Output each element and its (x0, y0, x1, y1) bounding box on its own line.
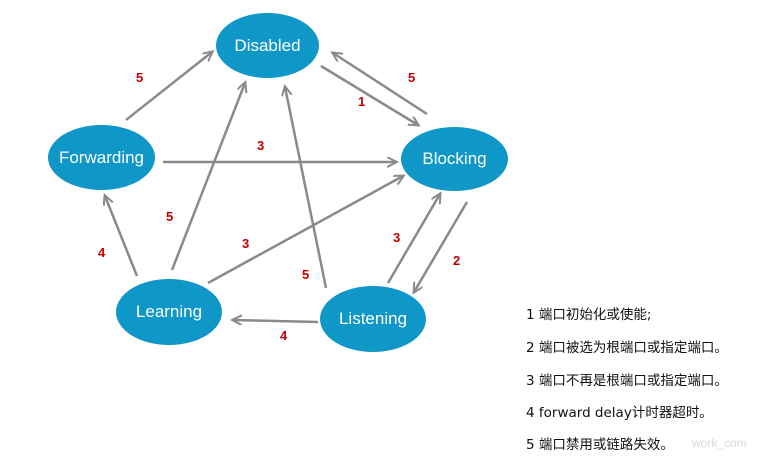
legend-item-5: 5 端口禁用或链路失效。 (526, 437, 674, 453)
edge-blocking-disabled (333, 53, 428, 116)
legend-item-3: 3 端口不再是根端口或指定端口。 (526, 373, 728, 389)
edge-listening-learning (233, 320, 319, 322)
edge-label-learning-forwarding: 4 (98, 245, 106, 260)
edge-label-forwarding-disabled: 5 (136, 70, 144, 85)
edge-learning-forwarding (105, 196, 139, 277)
edge-label-blocking-listening: 2 (453, 253, 461, 268)
edge-forwarding-disabled (125, 52, 212, 121)
legend-item-1: 1 端口初始化或使能; (526, 307, 652, 323)
edge-label-listening-blocking: 3 (393, 230, 401, 245)
edge-label-listening-disabled: 5 (302, 267, 310, 282)
edge-label-disabled-blocking: 1 (358, 94, 366, 109)
node-blocking: Blocking (401, 127, 508, 191)
edge-label-blocking-disabled: 5 (408, 70, 416, 85)
edge-label-forwarding-blocking: 3 (257, 138, 265, 153)
watermark: work_com (692, 436, 747, 450)
edge-disabled-blocking (320, 64, 418, 125)
edge-label-learning-disabled: 5 (166, 209, 174, 224)
edge-label-listening-learning: 4 (280, 328, 288, 343)
node-disabled: Disabled (216, 13, 319, 78)
node-learning: Learning (116, 279, 222, 345)
legend-item-4: 4 forward delay计时器超时。 (526, 405, 713, 421)
node-forwarding: Forwarding (48, 125, 155, 190)
edge-blocking-listening (414, 201, 469, 292)
edge-learning-disabled (170, 83, 245, 271)
edge-listening-disabled (285, 87, 328, 289)
edge-label-learning-blocking: 3 (242, 236, 250, 251)
edge-listening-blocking (386, 194, 440, 284)
legend-item-2: 2 端口被选为根端口或指定端口。 (526, 340, 728, 356)
edge-learning-blocking (207, 176, 403, 285)
node-listening: Listening (320, 286, 426, 352)
